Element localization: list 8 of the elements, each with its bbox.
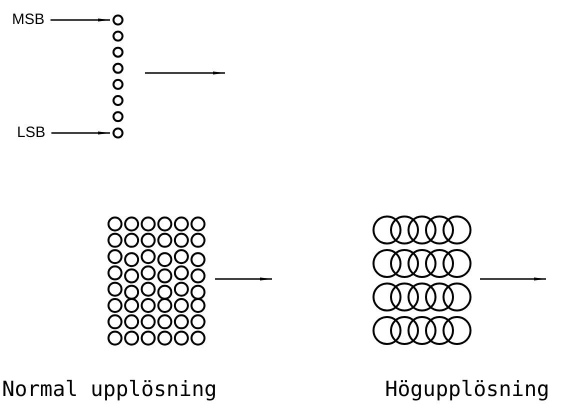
needle-dot xyxy=(112,127,124,139)
needle-dot xyxy=(112,14,124,26)
leader-arrow xyxy=(51,132,110,134)
resolution-caption: Normal upplösning xyxy=(2,376,217,402)
bit-label: LSB xyxy=(17,124,46,142)
bit-label: MSB xyxy=(12,11,45,29)
leader-arrow xyxy=(50,18,110,22)
resolution-caption: Högupplösning xyxy=(385,376,550,402)
